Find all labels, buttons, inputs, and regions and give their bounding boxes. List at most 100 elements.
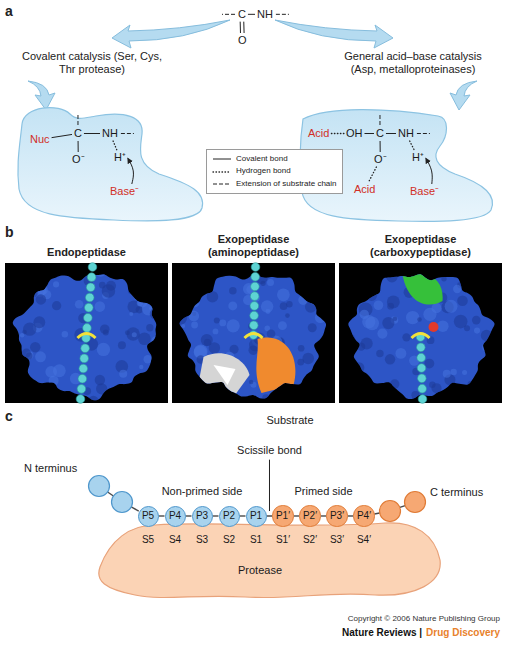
- chain-extension: [276, 14, 289, 15]
- substrate-residue: P2′: [299, 505, 320, 526]
- pathway-arrow: [275, 20, 393, 48]
- peptide-bond: [213, 515, 219, 516]
- hydrogen-bond: [410, 141, 415, 150]
- legend-swatch: [212, 155, 232, 163]
- chain-extension: [77, 114, 78, 125]
- terminal-residue: [112, 492, 133, 513]
- proton-transfer-arrow: [128, 159, 134, 185]
- covalent-bond: [52, 134, 72, 137]
- panel-title: Exopeptidase (carboxypeptidase): [356, 233, 486, 258]
- substrate-bonds: [52, 114, 134, 184]
- panel-letter: a: [5, 3, 13, 19]
- substrate-residue: P1: [246, 506, 267, 527]
- atom-label: NH: [398, 128, 414, 139]
- subsite-label: S1′: [276, 535, 290, 545]
- chain-extension: [417, 133, 430, 134]
- covalent-bond: [248, 14, 255, 15]
- position-label: P4: [169, 511, 181, 521]
- chain-extension: [379, 114, 380, 125]
- legend-text: Covalent bond: [236, 153, 288, 165]
- substrate-residue: P2: [219, 506, 240, 527]
- atom-label: Base⁻: [410, 186, 439, 197]
- position-label: P3′: [330, 511, 344, 521]
- protein-surface-image: [336, 263, 505, 408]
- atom-label: NH: [102, 128, 118, 139]
- mechanism-caption: General acid–base catalysis (Asp, metall…: [333, 50, 493, 75]
- atom-label: O⁻: [374, 154, 387, 165]
- part-label: Protease: [238, 565, 282, 576]
- subsite-label: S4′: [357, 535, 371, 545]
- part-label: C terminus: [430, 486, 483, 499]
- callout-label: Scissile bond: [215, 444, 325, 457]
- terminal-residue: [405, 492, 426, 513]
- protein-surface-image: [171, 262, 338, 409]
- hydrogen-bond: [369, 167, 377, 182]
- subsite-label: S3: [196, 535, 208, 545]
- mechanism-caption: Covalent catalysis (Ser, Cys, Thr protea…: [22, 50, 162, 75]
- atom-label: C: [238, 8, 246, 21]
- leader-line: [269, 460, 270, 511]
- pathway-arrow: [28, 81, 55, 110]
- panel-letter: c: [5, 408, 13, 424]
- position-label: P2′: [303, 511, 317, 521]
- part-label: Substrate: [240, 414, 340, 427]
- atom-label: H⁺: [412, 152, 424, 163]
- journal-name: Nature Reviews |: [342, 627, 422, 639]
- terminal-residue: [380, 501, 401, 522]
- subsite-label: S4: [169, 535, 181, 545]
- panel-letter: b: [5, 224, 14, 240]
- hydrogen-bond: [113, 141, 117, 150]
- position-label: P2: [223, 511, 235, 521]
- peptide-structure: [222, 14, 289, 33]
- subsite-label: S1: [250, 535, 262, 545]
- substrate-residue: P3′: [326, 505, 347, 526]
- substrate-bonds: [331, 114, 432, 184]
- atom-label: O: [238, 34, 247, 47]
- terminal-residue: [89, 476, 110, 497]
- pathway-arrow: [112, 20, 230, 48]
- node-shape: [18, 108, 203, 221]
- legend-entry: Extension of substrate chain: [212, 178, 337, 190]
- pathway-arrow: [450, 81, 477, 110]
- legend-swatch: [212, 180, 232, 188]
- atom-label: Acid: [308, 128, 329, 139]
- part-label: N terminus: [24, 462, 77, 475]
- node-shape: [99, 523, 440, 598]
- legend-entry: Hydrogen bond: [212, 165, 337, 177]
- atom-label: OH: [346, 128, 363, 139]
- legend-swatch: [212, 168, 232, 176]
- legend-entry: Covalent bond: [212, 153, 337, 165]
- covalent-bond: [78, 141, 79, 152]
- peptide-bond: [159, 515, 165, 516]
- position-label: P1: [250, 511, 262, 521]
- panel-title: Endopeptidase: [12, 246, 162, 259]
- subsite-label: S2′: [303, 535, 317, 545]
- covalent-bond: [380, 141, 381, 152]
- chain-extension: [121, 133, 134, 134]
- position-label: P1′: [276, 511, 290, 521]
- substrate-residue: P1′: [272, 505, 293, 526]
- covalent-bond: [84, 133, 100, 134]
- peptide-bond: [240, 515, 246, 516]
- position-label: P3: [196, 511, 208, 521]
- atom-label: Nuc: [30, 134, 50, 145]
- subsite-label: S3′: [330, 535, 344, 545]
- atom-label: C: [376, 128, 384, 139]
- legend-text: Hydrogen bond: [236, 165, 291, 177]
- subsite-label: S2: [223, 535, 235, 545]
- journal-name: Drug Discovery: [426, 627, 500, 639]
- substrate-residue: P4′: [353, 505, 374, 526]
- legend-box: Covalent bondHydrogen bondExtension of s…: [206, 149, 343, 194]
- proton-transfer-arrow: [426, 159, 432, 185]
- covalent-bond: [365, 133, 375, 134]
- chain-extension: [222, 14, 235, 15]
- copyright-note: Copyright © 2006 Nature Publishing Group: [348, 614, 500, 623]
- node-outline: [14, 104, 209, 224]
- atom-label: Acid: [354, 184, 375, 195]
- substrate-residue: P4: [165, 506, 186, 527]
- covalent-bond: [386, 133, 396, 134]
- peptide-bond: [186, 515, 192, 516]
- atom-label: C: [74, 128, 82, 139]
- region-label: Non-primed side: [147, 485, 257, 498]
